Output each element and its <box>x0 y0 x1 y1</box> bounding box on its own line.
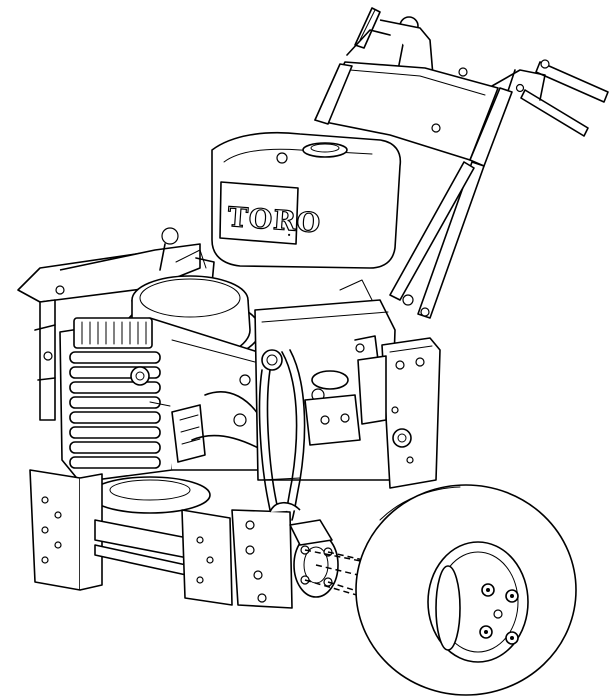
lower-frame <box>29 469 339 609</box>
hydraulic-filter <box>261 349 283 371</box>
fuel-cap <box>302 142 348 158</box>
engine <box>59 317 263 514</box>
handle-assembly <box>314 7 609 319</box>
rear-frame <box>17 227 215 421</box>
right-side-plate <box>357 337 441 489</box>
logo-text: TORO <box>227 202 323 239</box>
logo-suffix: . <box>287 225 291 239</box>
detail-lines <box>149 249 373 481</box>
wheel <box>355 484 577 696</box>
fuel-tank: TORO . <box>211 131 402 269</box>
brand-logo: TORO . <box>219 181 323 245</box>
cooling-fins <box>69 317 161 469</box>
